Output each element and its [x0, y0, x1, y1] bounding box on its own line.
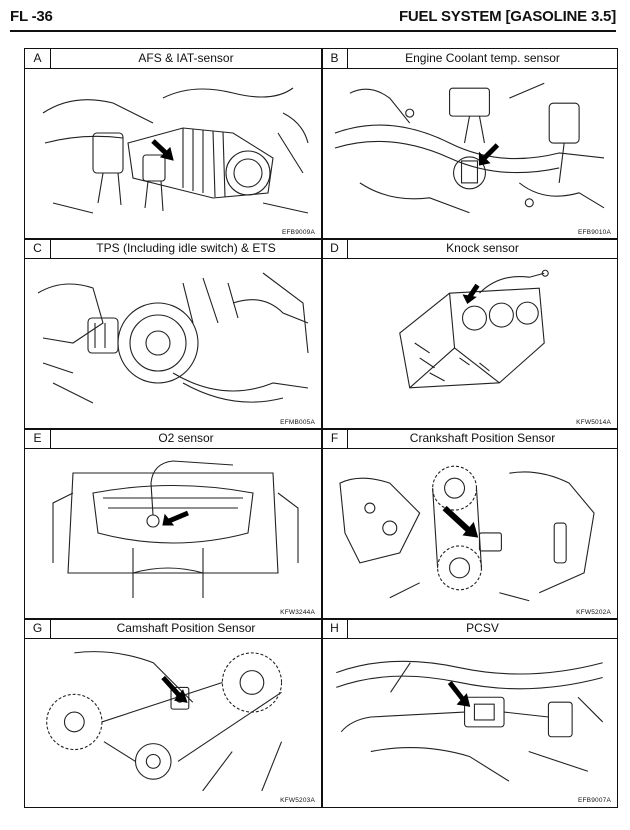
panel-title: PCSV — [466, 621, 499, 635]
panel-title: Crankshaft Position Sensor — [409, 431, 556, 445]
panel-letter: G — [25, 619, 51, 638]
panel-letter: F — [322, 429, 348, 448]
panel-h: H PCSV EFB9007A — [322, 619, 617, 807]
panel-header: B Engine Coolant temp. sensor — [322, 49, 617, 69]
figure-code: KFW3244A — [280, 609, 315, 616]
panel-letter: E — [25, 429, 51, 448]
grid-divider-row-3 — [25, 618, 617, 620]
figure-code: EFMB005A — [280, 419, 315, 426]
figure-code: KFW5202A — [576, 609, 611, 616]
panel-g: G Camshaft Position Sensor KFW5203A — [25, 619, 321, 807]
afs-iat-sensor-illustration — [33, 73, 313, 223]
o2-sensor-illustration — [33, 453, 313, 603]
panel-title: TPS (Including idle switch) & ETS — [96, 241, 276, 255]
pcsv-illustration — [330, 643, 609, 791]
panel-header: E O2 sensor — [25, 429, 321, 449]
panel-letter: D — [322, 239, 348, 258]
panel-header: D Knock sensor — [322, 239, 617, 259]
panel-letter: C — [25, 239, 51, 258]
panel-letter: B — [322, 49, 348, 68]
grid-divider-row-1 — [25, 238, 617, 240]
panel-title: Camshaft Position Sensor — [116, 621, 256, 635]
panel-title: Knock sensor — [446, 241, 519, 255]
crankshaft-sensor-illustration — [330, 453, 609, 603]
panel-letter: A — [25, 49, 51, 68]
panel-title: AFS & IAT-sensor — [138, 51, 234, 65]
panel-c: C TPS (Including idle switch) & ETS EFMB… — [25, 239, 321, 429]
figure-code: EFB9007A — [577, 797, 611, 804]
figure-code: EFB9010A — [577, 229, 611, 236]
panel-header: A AFS & IAT-sensor — [25, 49, 321, 69]
panel-a: A AFS & IAT-sensor EFB9009A — [25, 49, 321, 239]
grid-divider-row-2 — [25, 428, 617, 430]
page-header: FL -36 FUEL SYSTEM [GASOLINE 3.5] — [10, 8, 616, 32]
header-rule — [10, 30, 616, 32]
coolant-temp-sensor-illustration — [330, 73, 609, 223]
knock-sensor-illustration — [330, 263, 609, 413]
panel-letter: H — [322, 619, 348, 638]
panel-header: F Crankshaft Position Sensor — [322, 429, 617, 449]
page-number: FL -36 — [10, 8, 53, 25]
panel-f: F Crankshaft Position Sensor KFW5202A — [322, 429, 617, 619]
section-title: FUEL SYSTEM [GASOLINE 3.5] — [398, 8, 616, 25]
panel-header: C TPS (Including idle switch) & ETS — [25, 239, 321, 259]
panel-header: G Camshaft Position Sensor — [25, 619, 321, 639]
panel-title: O2 sensor — [158, 431, 214, 445]
figure-code: KFW5014A — [576, 419, 611, 426]
panel-b: B Engine Coolant temp. sensor EFB9010A — [322, 49, 617, 239]
camshaft-sensor-illustration — [33, 643, 313, 791]
figure-code: KFW5203A — [280, 797, 315, 804]
panel-title: Engine Coolant temp. sensor — [405, 51, 560, 65]
panel-e: E O2 sensor KFW3244A — [25, 429, 321, 619]
panel-header: H PCSV — [322, 619, 617, 639]
sensor-location-grid: A AFS & IAT-sensor EFB9009A B Engine Coo… — [24, 48, 618, 808]
tps-ets-illustration — [33, 263, 313, 413]
panel-d: D Knock sensor KFW5014A — [322, 239, 617, 429]
figure-code: EFB9009A — [281, 229, 315, 236]
